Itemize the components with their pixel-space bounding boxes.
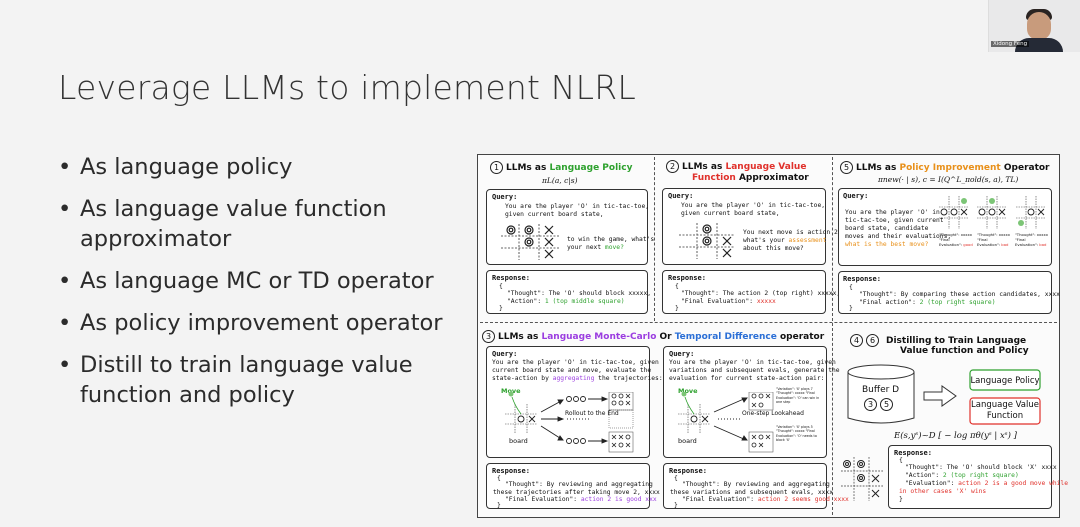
mc-query-box: Query: You are the player 'O' in tic-tac…: [486, 346, 663, 458]
formula: πnew(· | s), c = I(Q^L_πold(s, a), TL): [878, 175, 1019, 184]
output-language-value: Language Value: [971, 400, 1039, 410]
step-number: 1: [490, 161, 503, 174]
buffer-source-number: 5: [880, 398, 893, 411]
slide-title: Leverage LLMs to implement NLRL: [58, 68, 636, 107]
divider: [654, 157, 655, 321]
loss-formula: E(s,yˢ)~D [ − log πθ(yˢ | xˢ) ]: [894, 431, 1017, 441]
query-box: Query: You are the player 'O' in tic-tac…: [662, 188, 842, 265]
bullet-dot-icon: •: [58, 196, 72, 222]
step-number: 6: [866, 334, 879, 347]
divider: [832, 323, 833, 515]
response-box: Response: { "Thought": The 'O' should bl…: [486, 270, 651, 314]
td-response-box: Response: { "Thought": By reviewing and …: [663, 463, 849, 509]
step-number: 2: [666, 160, 679, 173]
bullet-dot-icon: •: [58, 352, 72, 378]
presenter-webcam[interactable]: Xidong Feng: [988, 0, 1080, 52]
query-box: Query: You are the player 'O' in tic-tac…: [838, 188, 1052, 266]
mc-response-box: Response: { "Thought": By reviewing and …: [486, 463, 660, 509]
response-box: Response: { "Thought": By comparing thes…: [838, 271, 1060, 314]
buffer-label: Buffer D: [862, 385, 900, 395]
response-box: Response: { "Thought": The action 2 (top…: [662, 270, 840, 314]
bullet-item: •As language value function approximator: [58, 196, 387, 252]
buffer-source-number: 3: [864, 398, 877, 411]
bullet-item: •Distill to train language value functio…: [58, 352, 413, 408]
distill-response-box: Response: { "Thought": The 'O' should bl…: [888, 445, 1068, 509]
output-language-policy: Language Policy: [970, 376, 1040, 386]
tic-tac-toe-board-icon: [679, 223, 735, 259]
td-query-box: Query: You are the player 'O' in tic-tac…: [663, 346, 840, 458]
tic-tac-toe-board-icon: [501, 224, 559, 260]
divider: [832, 157, 833, 321]
presenter-name: Xidong Feng: [991, 41, 1030, 47]
step-number: 3: [482, 330, 495, 343]
tic-tac-toe-board-icon: [841, 457, 883, 501]
buffer-diagram: [847, 364, 1041, 425]
step-number: 4: [850, 334, 863, 347]
presenter-face: [1027, 12, 1051, 40]
bullet-item: •As language MC or TD operator: [58, 268, 434, 294]
bullet-dot-icon: •: [58, 268, 72, 294]
mc-rollout-diagram: [505, 392, 634, 453]
bullet-list: •As language policy •As language value f…: [58, 152, 468, 422]
formula: πL(a, c|s): [542, 176, 578, 185]
step-number: 5: [840, 161, 853, 174]
bullet-dot-icon: •: [58, 310, 72, 336]
bullet-dot-icon: •: [58, 154, 72, 180]
td-lookahead-diagram: [678, 392, 774, 453]
query-box: Query: You are the player 'O' in tic-tac…: [486, 189, 654, 265]
bullet-item: •As language policy: [58, 154, 293, 180]
candidate-boards-icon: [939, 196, 1046, 229]
bullet-item: •As policy improvement operator: [58, 310, 443, 336]
divider: [480, 322, 1057, 323]
